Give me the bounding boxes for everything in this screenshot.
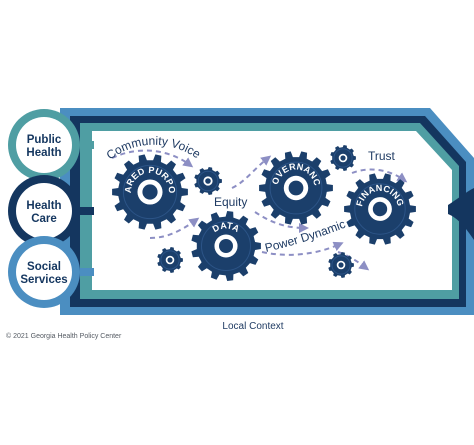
gear-axle [219, 239, 233, 253]
connector-social-services [80, 268, 94, 276]
label-equity: Equity [214, 195, 247, 209]
sector-disc [16, 183, 72, 239]
gear-axle [142, 184, 158, 200]
sector-label-line: Social [27, 261, 61, 273]
arrow-power-dynamics [261, 241, 344, 256]
gear-axle [340, 155, 346, 161]
gear-small-4 [328, 252, 354, 278]
sector-label-line: Health [26, 147, 61, 159]
label-trust: Trust [368, 149, 396, 163]
gear-data: DATA [191, 211, 261, 281]
arrow-to-governance [231, 155, 272, 189]
connector-public-health [80, 141, 94, 149]
gear-financing: FINANCING [344, 173, 416, 245]
gear-axle [338, 262, 344, 268]
gear-axle [167, 257, 173, 263]
sector-label-line: Public [27, 134, 62, 146]
sector-disc [16, 117, 72, 173]
sector-disc [16, 244, 72, 300]
sector-label-line: Services [20, 274, 67, 286]
arrow-to-small-gear [337, 251, 370, 271]
gear-axle [372, 201, 388, 217]
sector-label-line: Health [26, 200, 61, 212]
arrow-trust [351, 168, 408, 183]
sector-label-line: Care [31, 213, 57, 225]
connector-health-care [80, 207, 94, 215]
arrow-to-data [149, 217, 200, 239]
footer-local-context: Local Context [222, 321, 283, 332]
arrow-community-voices [111, 149, 194, 168]
flow-arrows [111, 149, 408, 271]
copyright-notice: © 2021 Georgia Health Policy Center [6, 332, 122, 340]
right-swoosh [448, 188, 474, 240]
gear-small-2 [330, 145, 356, 171]
gear-axle [288, 180, 304, 196]
gear-axle [205, 178, 211, 184]
gear-small-3 [157, 247, 183, 273]
gear-small-1 [194, 167, 222, 195]
arrow-equity [254, 211, 309, 233]
